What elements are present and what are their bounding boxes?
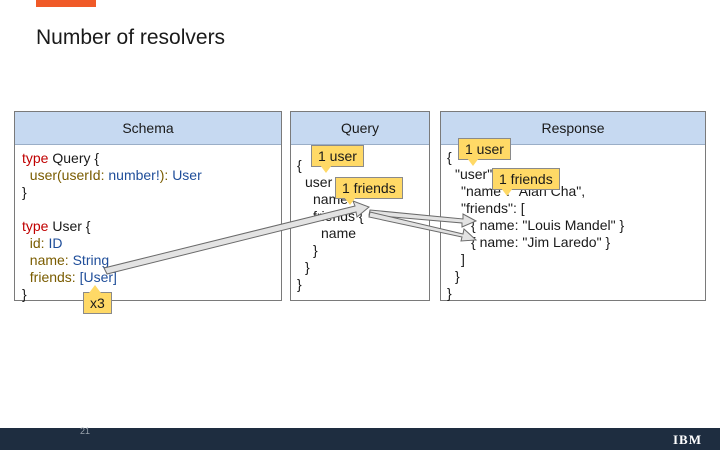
query-header: Query [291, 112, 429, 145]
schema-line-3: } [22, 184, 27, 200]
page-number: 21 [80, 426, 91, 436]
callout-tail [501, 188, 513, 196]
slide-title: Number of resolvers [36, 26, 226, 49]
field-text: friends: [29, 269, 80, 285]
query-line: } [305, 259, 310, 275]
type-text: [User] [79, 269, 117, 285]
query-line: { [297, 157, 302, 173]
schema-line-6: name: String [22, 252, 109, 269]
response-line: "user" [455, 166, 493, 182]
accent-bar [36, 0, 96, 7]
response-line: { name: "Jim Laredo" } [471, 234, 611, 250]
callout-tail [320, 165, 332, 173]
callout-tail [467, 158, 479, 166]
response-line: "friends": [ [461, 200, 525, 216]
schema-line-1: type Query { [22, 150, 99, 167]
code-text: Query { [48, 150, 100, 166]
callout-text: 1 friends [499, 171, 553, 187]
schema-line-5: id: ID [22, 235, 63, 252]
type-text: String [72, 252, 110, 268]
schema-panel: Schema type Query { user(userId: number!… [14, 111, 282, 302]
resolver-count-callout: x3 [83, 285, 112, 314]
response-line: ] [461, 251, 465, 267]
query-panel: Query { user name friends { name } } } [290, 111, 430, 301]
code-text: ): [159, 167, 173, 183]
response-line: } [455, 268, 460, 284]
query-line: user [305, 174, 333, 190]
response-line: { [447, 149, 452, 165]
response-line: } [447, 285, 452, 301]
field-text: user(userId: [29, 167, 109, 183]
callout-text: 1 friends [342, 180, 396, 196]
field-text: name: [29, 252, 73, 268]
type-text: ID [48, 235, 63, 251]
response-user-callout: 1 user [458, 138, 511, 166]
schema-header: Schema [15, 112, 281, 145]
query-line: name [321, 225, 357, 241]
field-text: id: [29, 235, 49, 251]
keyword: type [22, 218, 49, 234]
schema-line-8: } [22, 286, 27, 302]
footer-bar [0, 428, 720, 450]
response-friends-callout: 1 friends [492, 168, 560, 196]
callout-text: 1 user [465, 141, 504, 157]
response-panel: Response { "user" "name": "Alan Cha", "f… [440, 111, 706, 301]
query-line: friends { [313, 208, 364, 224]
schema-line-4: type User { [22, 218, 90, 235]
callout-tail [344, 197, 356, 205]
callout-text: x3 [90, 295, 105, 311]
ibm-logo: IBM [673, 432, 702, 447]
callout-text: 1 user [318, 148, 357, 164]
query-line: } [313, 242, 318, 258]
schema-line-7: friends: [User] [22, 269, 117, 286]
type-text: User [172, 167, 202, 183]
response-line: { name: "Louis Mandel" } [471, 217, 625, 233]
code-text: User { [48, 218, 91, 234]
query-friends-callout: 1 friends [335, 177, 403, 205]
callout-tail [89, 285, 101, 293]
schema-line-2: user(userId: number!): User [22, 167, 202, 184]
query-line: } [297, 276, 302, 292]
type-text: number! [108, 167, 160, 183]
keyword: type [22, 150, 49, 166]
query-user-callout: 1 user [311, 145, 364, 173]
